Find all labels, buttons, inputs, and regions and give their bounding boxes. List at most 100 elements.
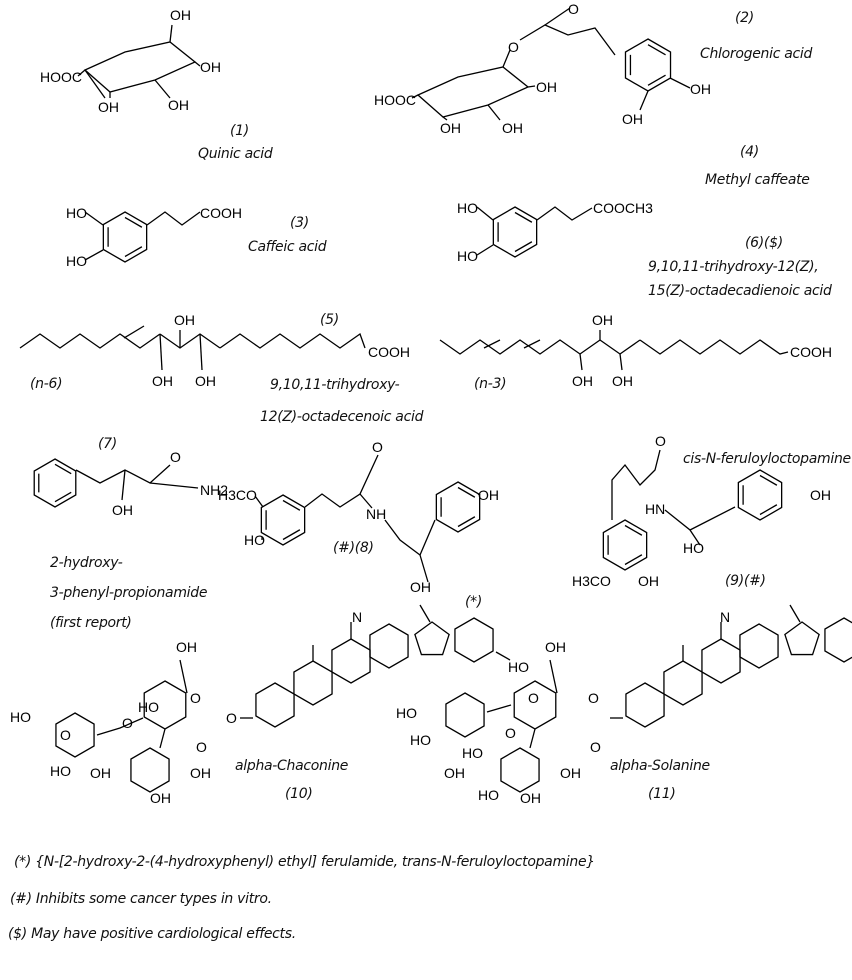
molecule-trihydroxy-octadecadienoic-acid: OH OH OH COOH (n-3) (6)($) 9,10,11-trihy… — [474, 235, 832, 392]
bond — [359, 493, 373, 509]
bond — [519, 24, 616, 56]
sugar-ring — [500, 747, 540, 793]
atom-label: OH — [612, 373, 633, 389]
double-bond — [457, 516, 476, 528]
double-bond — [523, 339, 541, 349]
bond — [536, 206, 593, 221]
atom-label: COOH — [790, 344, 832, 360]
footnote-dollar: ($) May have positive cardiological effe… — [8, 926, 296, 942]
bond — [194, 61, 201, 67]
benzene-ring — [492, 206, 538, 258]
double-bond — [759, 474, 778, 486]
benzene-ring — [737, 469, 783, 521]
atom-label: OH — [170, 7, 191, 23]
atom-label: HO — [457, 248, 478, 264]
atom-label: OH — [560, 765, 581, 781]
compound-number: (7) — [98, 436, 117, 452]
steroid-ring-c — [331, 638, 371, 684]
atom-label: O — [196, 739, 207, 755]
compound-name: cis-N-feruloyloctopamine — [683, 451, 851, 467]
bond — [149, 482, 199, 489]
compound-name-line1: 2-hydroxy- — [50, 555, 123, 571]
atom-label: O — [60, 727, 71, 743]
atom-label: O — [170, 449, 181, 465]
bond — [476, 206, 494, 221]
molecule-quinic-acid: OH HOOC OH OH OH (1) Quinic acid — [40, 7, 273, 162]
atom-label: OH — [810, 487, 831, 503]
atom-label: HOOC — [40, 69, 82, 85]
atom-label: NH — [366, 506, 386, 522]
bond — [549, 659, 558, 694]
piperidine-ring — [824, 617, 852, 663]
bond — [169, 24, 173, 43]
bond — [487, 104, 501, 121]
footnotes: (*) {N-[2-hydroxy-2-(4-hydroxyphenyl) et… — [8, 854, 595, 942]
atom-label: HO — [396, 705, 417, 721]
bond — [121, 469, 126, 501]
bond — [75, 464, 171, 484]
atom-label: OH — [520, 790, 541, 806]
bond — [159, 728, 166, 749]
bond-lines — [19, 7, 852, 793]
bond — [544, 7, 571, 26]
compound-name: Methyl caffeate — [705, 172, 810, 188]
cyclohexane-chair — [416, 66, 530, 118]
molecule-trans-n-feruloyloctopamine: H3CO HO O NH OH OH (#)(8) (*) — [218, 439, 499, 610]
atom-label: OH — [572, 373, 593, 389]
atom-label: OH — [536, 79, 557, 95]
atom-label: HO — [508, 659, 529, 675]
sugar-ring — [445, 692, 485, 738]
bond — [639, 339, 789, 355]
atom-label: O — [568, 1, 579, 17]
atom-label: HO — [478, 787, 499, 803]
bond — [154, 79, 171, 99]
sugar-ring — [130, 747, 170, 793]
benzene-ring — [435, 481, 481, 533]
molecule-trihydroxy-octadecenoic-acid: OH OH OH COOH (n-6) (5) 9,10,11-trihydro… — [30, 312, 424, 425]
benzene-ring — [624, 38, 672, 92]
bond — [486, 704, 512, 713]
footnote-hash: (#) Inhibits some cancer types in vitro. — [10, 891, 272, 907]
atom-label: HO — [683, 540, 704, 556]
compound-name: alpha-Chaconine — [235, 758, 348, 774]
omega-series-label: (n-6) — [30, 376, 62, 392]
compound-name: Quinic acid — [198, 146, 273, 162]
compound-number: (3) — [290, 215, 309, 231]
atom-label: OH — [502, 120, 523, 136]
double-bond — [624, 554, 643, 566]
molecule-chlorogenic-acid: O O HOOC OH OH OH OH OH (2) Chlorogenic … — [374, 1, 813, 136]
atom-label: HO — [66, 253, 87, 269]
bond — [669, 77, 691, 89]
compound-number: (6)($) — [745, 235, 783, 251]
molecule-cis-n-feruloyloctopamine: O HN HO OH H3CO OH cis-N-feruloyloctopam… — [572, 433, 851, 589]
bond — [304, 454, 379, 508]
bond — [476, 244, 494, 256]
bond — [619, 353, 623, 371]
steroid-ring-c — [701, 638, 741, 684]
cyclohexane-chair — [83, 41, 197, 93]
atom-label: HO — [457, 200, 478, 216]
compound-number: (5) — [320, 312, 339, 328]
double-bond — [514, 211, 533, 223]
atom-label: OH — [622, 111, 643, 127]
atom-label: O — [190, 690, 201, 706]
atom-label: OH — [150, 790, 171, 806]
compound-note: (first report) — [50, 615, 132, 631]
molecule-alpha-chaconine: OH O O O HO HO OH O HO OH N O OH alpha-C… — [10, 609, 362, 806]
atom-label: H3CO — [218, 487, 257, 503]
atom-label: HN — [645, 501, 665, 517]
double-bond — [647, 44, 666, 56]
atom-label: HOOC — [374, 92, 416, 108]
benzene-ring — [602, 519, 648, 571]
compound-name-line2: 15(Z)-octadecadienoic acid — [648, 283, 832, 299]
bond — [146, 211, 201, 226]
atom-label: O — [588, 690, 599, 706]
atom-label: OH — [98, 99, 119, 115]
compound-name: Caffeic acid — [248, 239, 327, 255]
atom-label: OH — [410, 579, 431, 595]
compound-name-line1: 9,10,11-trihydroxy- — [270, 377, 400, 393]
atom-label: OH — [174, 312, 195, 328]
compound-number: (10) — [285, 786, 313, 802]
